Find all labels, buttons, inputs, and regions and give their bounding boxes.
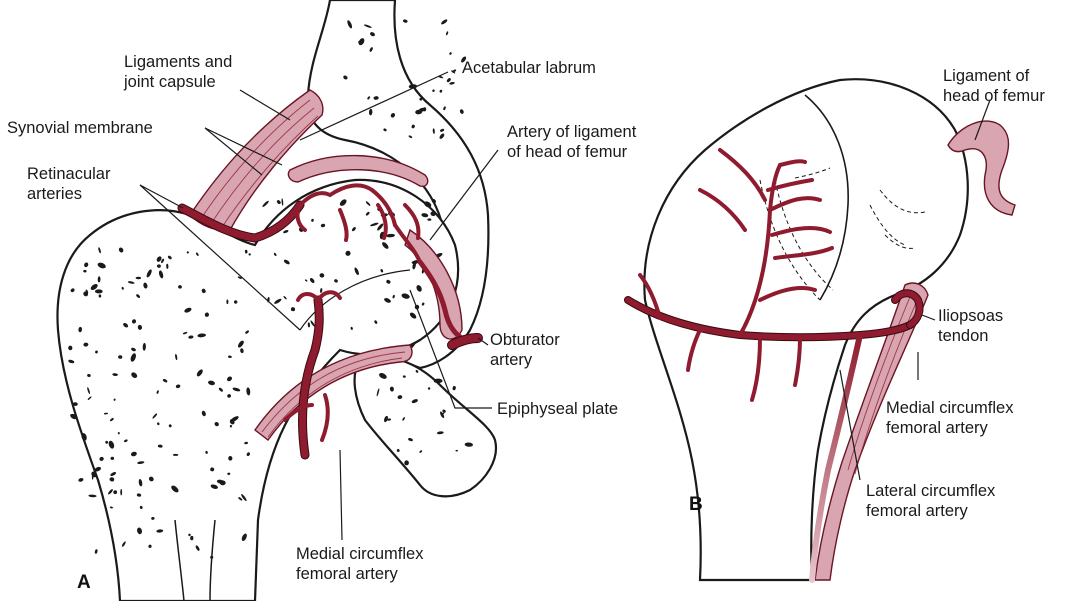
- label-artery-of-ligament-of-head: Artery of ligament of head of femur: [507, 122, 636, 162]
- label-synovial-membrane: Synovial membrane: [7, 118, 153, 138]
- panel-letter-a: A: [77, 572, 91, 594]
- trabecula: [459, 109, 464, 115]
- trabecula: [440, 19, 448, 26]
- label-acetabular-labrum: Acetabular labrum: [462, 58, 596, 78]
- trabecula: [173, 454, 178, 456]
- trabecula: [281, 198, 283, 206]
- label-lateral-circumflex: Lateral circumflex femoral artery: [866, 481, 995, 521]
- trabecula: [434, 379, 443, 384]
- label-retinacular-arteries: Retinacular arteries: [27, 164, 110, 204]
- trabecula: [94, 549, 97, 554]
- label-medial-circumflex-a: Medial circumflex femoral artery: [296, 544, 423, 584]
- label-obturator-artery: Obturator artery: [490, 330, 560, 370]
- trabecula: [439, 89, 442, 93]
- trabecula: [88, 494, 96, 497]
- label-medial-circumflex-b: Medial circumflex femoral artery: [886, 398, 1013, 438]
- trabecula: [452, 386, 456, 391]
- trabecula: [446, 77, 451, 83]
- label-ligaments-joint-capsule: Ligaments and joint capsule: [124, 52, 232, 92]
- trabecula: [276, 199, 281, 204]
- trabecula: [403, 19, 408, 23]
- trabecula: [449, 82, 455, 85]
- trabecula: [78, 477, 84, 482]
- trabecula: [443, 106, 446, 111]
- trabecula: [404, 460, 409, 465]
- trabecula: [446, 31, 449, 36]
- label-epiphyseal-plate: Epiphyseal plate: [497, 399, 618, 419]
- label-ligament-of-head-of-femur: Ligament of head of femur: [943, 66, 1045, 106]
- ischium-bone: [355, 357, 496, 497]
- trabecula: [262, 200, 270, 208]
- trabecula: [449, 52, 452, 55]
- panel-letter-b: B: [689, 494, 703, 516]
- label-iliopsoas-tendon: Iliopsoas tendon: [938, 306, 1003, 346]
- trabecula: [120, 489, 122, 496]
- trabecula: [432, 89, 435, 92]
